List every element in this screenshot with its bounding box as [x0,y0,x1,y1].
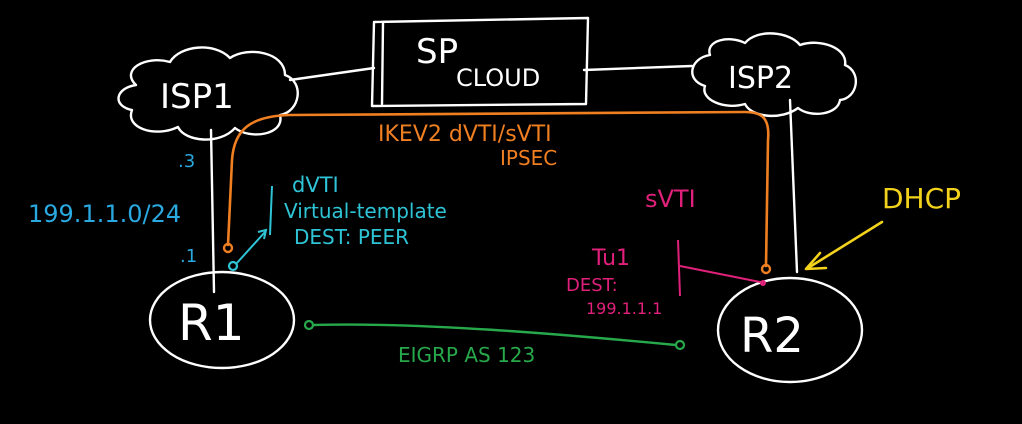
dvti-annotation: dVTI Virtual-template DEST: PEER [227,173,447,272]
eigrp-endpoint-r1 [303,319,315,331]
svti-endpoint [760,280,766,286]
svti-dest-ip: 199.1.1.1 [586,299,662,318]
link-isp1-r1 [209,128,216,294]
r1-interface-label: .1 [180,246,197,267]
subnet-label: 199.1.1.0/24 [28,200,181,228]
tu1-label: Tu1 [591,246,630,271]
ipsec-label-top: IKEV2 dVTI/sVTI [378,122,552,147]
eigrp-endpoint-r2 [674,339,686,351]
r2-label: R2 [740,308,804,364]
svti-dest-label: DEST: [566,275,618,296]
link-isp1-spcloud [288,66,376,82]
svti-title: sVTI [645,185,696,213]
sp-cloud-sublabel: CLOUD [456,64,540,92]
sp-cloud-label: SP [416,32,458,72]
link-isp2-r2 [788,98,799,274]
ipsec-tunnel-line [226,110,770,268]
r1-label: R1 [178,294,245,352]
sp-cloud-box: SP CLOUD [370,16,590,108]
ipsec-label-bottom: IPSEC [500,146,557,170]
isp2-label: ISP2 [728,61,793,96]
dvti-line1: Virtual-template [284,199,447,223]
isp2-cloud: ISP2 [691,32,857,118]
ipsec-endpoint-r2 [760,263,772,275]
isp1-interface-label: .3 [178,151,195,172]
ipsec-tunnel: IKEV2 dVTI/sVTI IPSEC [222,110,772,275]
r2-router: R2 [716,276,864,384]
dhcp-annotation: DHCP [804,182,961,271]
dvti-title: dVTI [292,173,339,197]
dvti-line2: DEST: PEER [294,225,409,249]
eigrp-label: EIGRP AS 123 [398,343,535,367]
dvti-endpoint [227,260,239,272]
dhcp-label: DHCP [882,182,961,215]
dhcp-arrow [806,220,884,270]
svti-annotation: sVTI Tu1 DEST: 199.1.1.1 [566,185,766,318]
ipsec-endpoint-r1 [222,242,234,254]
r1-router: R1 [148,270,296,370]
eigrp-adjacency: EIGRP AS 123 [303,319,686,367]
eigrp-line [311,323,678,347]
link-spcloud-isp2 [582,64,694,72]
isp1-label: ISP1 [160,77,234,117]
